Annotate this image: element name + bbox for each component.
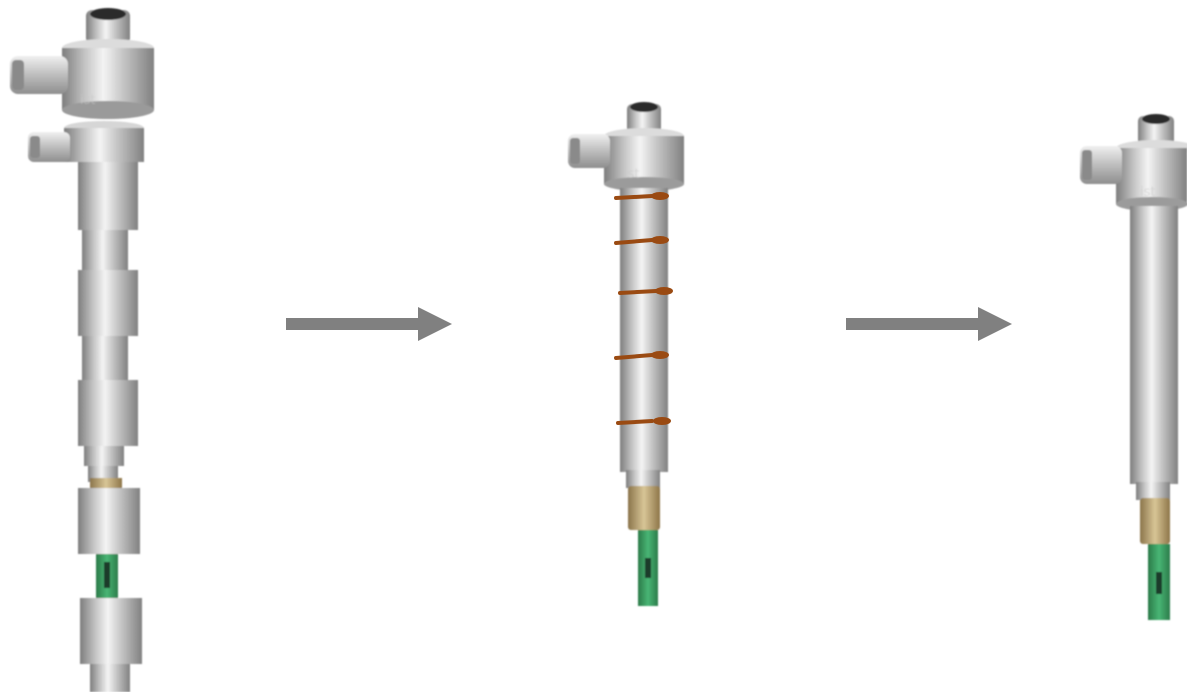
engraving-text: ist xyxy=(624,167,639,182)
clamp-group xyxy=(614,192,673,425)
clamp xyxy=(614,236,669,245)
stage-2-device: ist xyxy=(568,102,684,606)
arrow-right-icon xyxy=(286,307,452,341)
arrow-right-icon xyxy=(846,307,1012,341)
stage-3-device: ist xyxy=(1080,114,1187,620)
clamp xyxy=(618,287,673,295)
engraving-text: ist xyxy=(1140,185,1155,200)
clamp xyxy=(616,417,671,425)
clamp xyxy=(614,192,669,200)
stage-1-device: ist xyxy=(10,8,154,692)
clamp xyxy=(614,351,669,360)
engraving-text: ist xyxy=(80,93,95,108)
